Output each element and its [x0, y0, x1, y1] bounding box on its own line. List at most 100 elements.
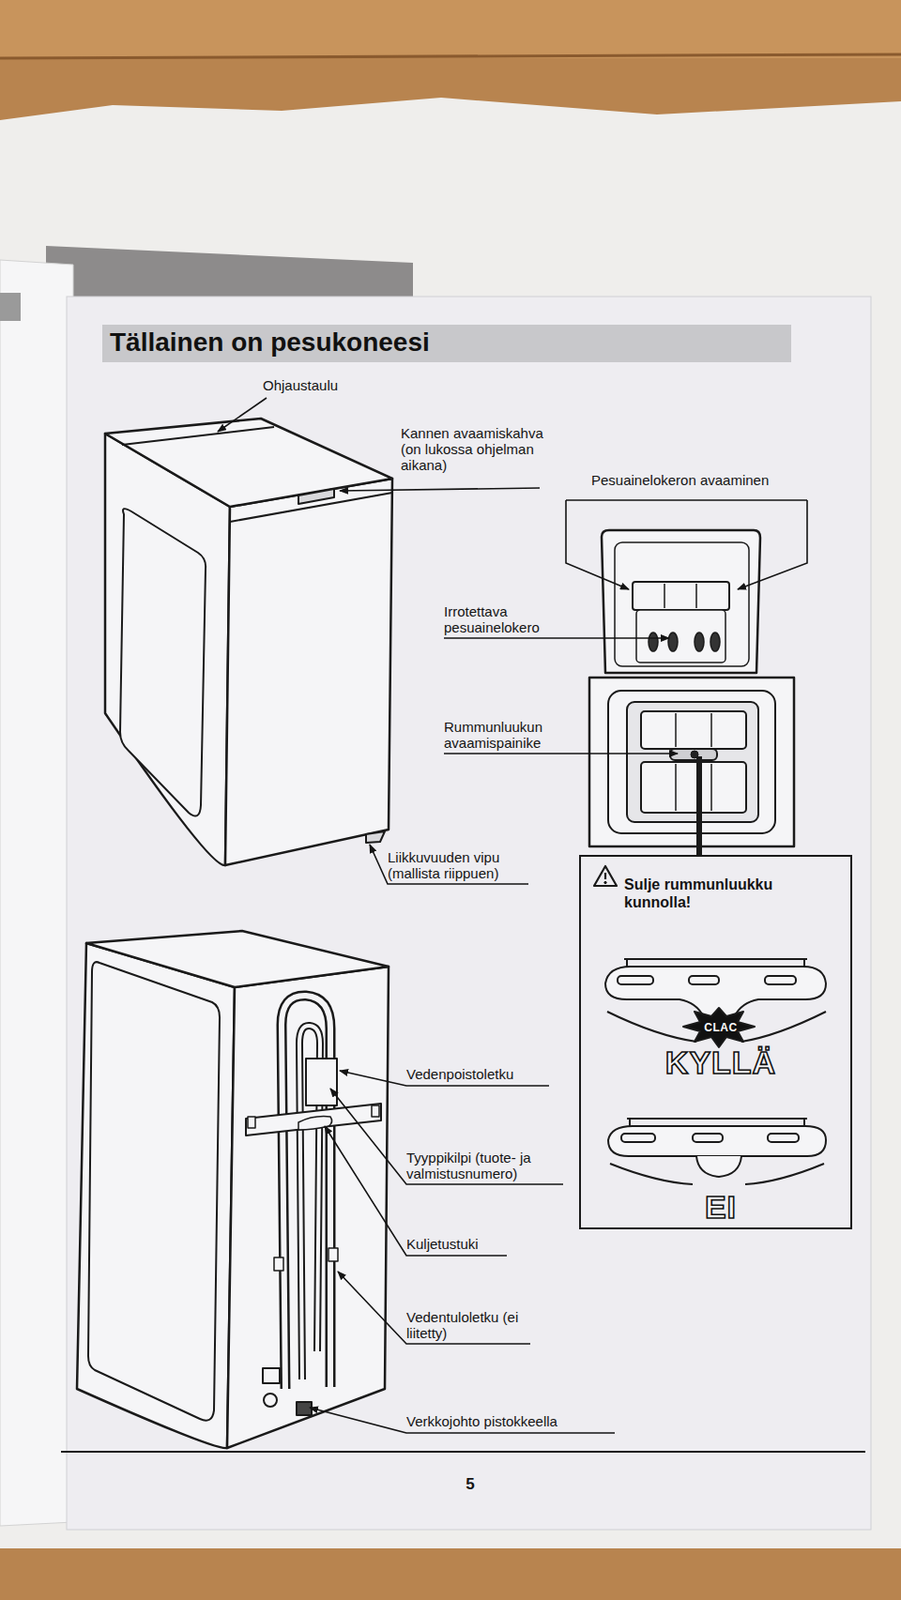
- warning-illustration-part: [696, 1156, 742, 1177]
- machine-back-view-part: [247, 1116, 256, 1129]
- background-part: [0, 0, 901, 59]
- part-label: Liikkuvuuden vipu (mallista riippuen): [387, 849, 529, 882]
- leader-lines-part: [217, 397, 267, 432]
- part-label: Vedentuloletku (ei liitetty): [406, 1309, 524, 1342]
- machine-open-view-part: [648, 632, 658, 652]
- part-label: Kannen avaamiskahva (on lukossa ohjelman…: [400, 425, 550, 474]
- machine-open-view-part: [670, 748, 718, 761]
- warning-illustration-part: [617, 976, 654, 985]
- detergent-bracket-part: [565, 500, 629, 590]
- part-label: Rummunluukun avaamispainike: [443, 718, 566, 751]
- machine-back-view-part: [296, 1402, 312, 1416]
- machine-open-view-part: [589, 677, 795, 847]
- warning-illustration-part: [628, 1118, 631, 1127]
- warning-illustration-part: [604, 881, 607, 884]
- background-part: [0, 292, 21, 321]
- background-part: [0, 97, 901, 1549]
- machine-open-view-part: [710, 763, 713, 811]
- warning-illustration-part: [594, 866, 617, 886]
- warning-illustration-part: [605, 966, 826, 1018]
- warning-illustration-part: [692, 1133, 723, 1143]
- title-band: [102, 324, 792, 363]
- warning-illustration-part: [683, 1007, 755, 1048]
- machine-open-view-part: [668, 632, 678, 652]
- machine-open-view-part: [694, 632, 704, 652]
- warning-box: Sulje rummunluukku kunnolla! CLAC KYLLÄ EI: [579, 855, 853, 1230]
- background-part: [45, 245, 413, 303]
- warning-illustration-part: [604, 872, 607, 880]
- machine-back-view-part: [88, 962, 220, 1421]
- machine-open-view-part: [636, 610, 726, 663]
- machine-open-view-part: [614, 542, 749, 667]
- machine-back-view-part: [76, 943, 235, 1449]
- warning-illustration-part: [626, 1117, 808, 1120]
- title-band-part: [102, 324, 792, 363]
- machine-back-view-part: [274, 1257, 284, 1271]
- machine-back-view-part: [262, 1368, 280, 1384]
- warning-illustration-part: [688, 976, 719, 985]
- machine-open-view-part: [608, 690, 776, 834]
- part-label: Verkkojohto pistokkeella: [406, 1413, 632, 1430]
- machine-open-view-part: [632, 581, 730, 611]
- machine-back-view-part: [227, 966, 389, 1449]
- machine-open-view-part: [641, 711, 747, 749]
- warning-illustration-part: [745, 1163, 825, 1185]
- warning-illustration-part: [608, 1126, 826, 1157]
- machine-front-view-part: [120, 508, 206, 816]
- detergent-bracket-part: [565, 499, 808, 502]
- warning-illustration-part: [764, 976, 796, 985]
- machine-back-view-part: [263, 1393, 277, 1407]
- yes-label: KYLLÄ: [655, 1044, 787, 1081]
- machine-back-view-part: [281, 995, 331, 1390]
- machine-open-view-part: [710, 713, 713, 748]
- machine-open-view-part: [696, 756, 703, 856]
- footer-rule-part: [61, 1450, 866, 1453]
- machine-open-view-part: [674, 763, 677, 811]
- machine-front-view-part: [298, 488, 335, 504]
- warning-illustration-part: [624, 958, 808, 961]
- part-label: Tyyppikilpi (tuote- ja valmistusnumero): [406, 1149, 552, 1182]
- machine-open-view-part: [674, 713, 677, 748]
- page-number: 5: [456, 1476, 485, 1493]
- part-label: Ohjaustaulu: [262, 377, 367, 394]
- sound-label: CLAC: [692, 1020, 749, 1037]
- machine-back-view-part: [305, 1058, 337, 1106]
- machine-back-view-part: [298, 1116, 333, 1131]
- machine-back-view: [76, 931, 389, 1449]
- page-title: Tällainen on pesukoneesi: [109, 326, 786, 359]
- leader-lines: [217, 397, 678, 1434]
- machine-open-view-part: [695, 583, 698, 609]
- leader-lines-part: [369, 844, 529, 885]
- background-part: [0, 54, 901, 59]
- warning-text: Sulje rummunluukku kunnolla!: [624, 875, 803, 912]
- machine-open-view-part: [710, 632, 720, 652]
- machine-front-view-part: [105, 433, 230, 866]
- leader-lines-part: [443, 752, 678, 755]
- machine-open-view-part: [641, 762, 747, 813]
- no-label: EI: [683, 1189, 759, 1225]
- machine-open-view-part: [601, 530, 761, 673]
- background-part: [0, 259, 74, 1527]
- machine-back-view-part: [245, 1103, 382, 1136]
- leader-lines-part: [337, 1271, 531, 1344]
- detergent-bracket-part: [737, 500, 808, 590]
- warning-illustration-part: [626, 959, 628, 967]
- machine-back-view-part: [328, 1248, 338, 1262]
- leader-lines-part: [443, 637, 670, 640]
- machine-back-view-part: [371, 1105, 380, 1117]
- warning-illustration-part: [621, 1133, 656, 1143]
- machine-open-view-part: [663, 583, 666, 609]
- detergent-bracket: [565, 500, 808, 590]
- part-label: Pesuainelokeron avaaminen: [591, 472, 817, 489]
- warning-illustration-part: [803, 1118, 806, 1127]
- warning-illustration-part: [767, 1133, 799, 1143]
- part-label: Vedenpoistoletku: [406, 1066, 557, 1083]
- machine-front-view-part: [122, 427, 275, 445]
- leader-lines-part: [330, 1088, 564, 1185]
- machine-front-view-part: [105, 418, 393, 507]
- machine-back-view-part: [281, 995, 331, 1390]
- machine-open-view-part: [626, 702, 759, 823]
